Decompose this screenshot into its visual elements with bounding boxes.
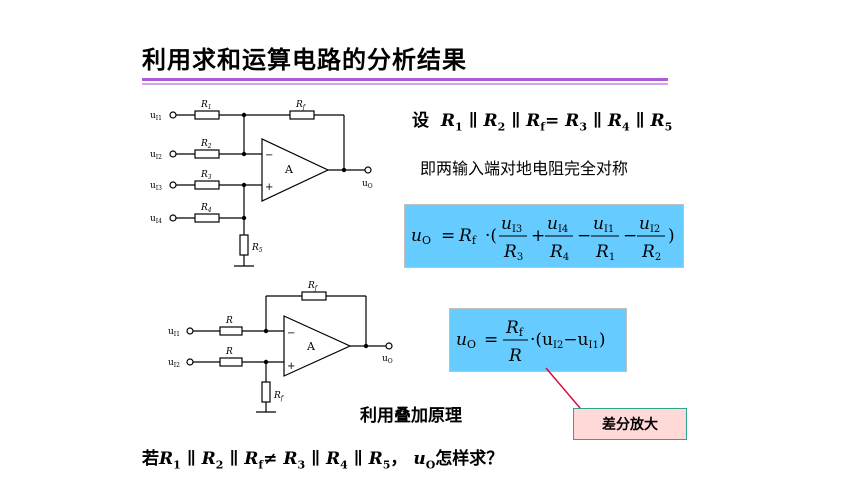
svg-text:uI2: uI2 bbox=[168, 358, 180, 369]
differential-formula: uO = Rf R ·(uI2−uI1) bbox=[456, 318, 605, 366]
superposition-note: 利用叠加原理 bbox=[360, 406, 462, 426]
svg-text:uI4: uI4 bbox=[547, 214, 568, 235]
svg-text:+: + bbox=[287, 361, 295, 372]
svg-text:uI1: uI1 bbox=[593, 214, 614, 235]
input-terminal bbox=[169, 214, 177, 222]
svg-text:uI3: uI3 bbox=[501, 214, 522, 235]
differential-circuit-diagram: uI1 uI2 R R Rf Rf A − + uO bbox=[168, 281, 393, 413]
input-label: uI1 bbox=[150, 111, 162, 122]
resistor-feedback bbox=[301, 291, 327, 301]
svg-text:−: − bbox=[577, 226, 591, 246]
differential-formula-box: uO = Rf R ·(uI2−uI1) bbox=[449, 308, 627, 372]
svg-text:R: R bbox=[225, 347, 233, 357]
title-underline bbox=[142, 78, 668, 81]
resistor-label: R3 bbox=[200, 170, 212, 181]
resistor-rf bbox=[289, 110, 315, 120]
svg-text:−: − bbox=[287, 328, 295, 339]
svg-text:=: = bbox=[441, 226, 455, 246]
svg-text:=: = bbox=[484, 330, 498, 350]
resistor-label: R1 bbox=[200, 100, 212, 111]
resistor-r-minus bbox=[219, 326, 243, 336]
input-label: uI4 bbox=[150, 214, 162, 225]
resistor-label: R4 bbox=[200, 203, 212, 214]
svg-text:uO: uO bbox=[382, 354, 393, 365]
input-terminal bbox=[169, 111, 177, 119]
resistor-r-plus bbox=[219, 357, 243, 367]
svg-text:uI1: uI1 bbox=[168, 327, 180, 338]
resistor-label: R5 bbox=[251, 243, 263, 254]
output-label: uO bbox=[362, 179, 373, 190]
resistor-r3 bbox=[194, 180, 220, 190]
svg-text:R2: R2 bbox=[641, 242, 661, 263]
svg-text:R: R bbox=[225, 316, 233, 326]
opamp-triangle bbox=[261, 138, 330, 202]
svg-text:uO: uO bbox=[456, 330, 476, 351]
summing-formula-box: uO = Rf ·( uI3 R3 + uI4 R4 − uI1 R1 − uI… bbox=[404, 204, 684, 268]
svg-text:R4: R4 bbox=[549, 242, 569, 263]
input-terminal bbox=[169, 150, 177, 158]
summing-formula: uO = Rf ·( uI3 R3 + uI4 R4 − uI1 R1 − uI… bbox=[411, 214, 675, 263]
svg-text:A: A bbox=[306, 340, 316, 353]
svg-text:): ) bbox=[668, 226, 675, 246]
resistor-label: R2 bbox=[200, 139, 212, 150]
differential-amplifier-callout: 差分放大 bbox=[573, 408, 687, 440]
svg-text:Rf: Rf bbox=[273, 391, 285, 402]
svg-text:uO: uO bbox=[411, 226, 431, 247]
resistor-r2 bbox=[194, 149, 220, 159]
svg-text:+: + bbox=[531, 226, 545, 246]
svg-text:R1: R1 bbox=[595, 242, 615, 263]
opamp-label: A bbox=[284, 163, 294, 176]
resistor-r5 bbox=[239, 234, 249, 256]
title-underline-shadow bbox=[142, 83, 668, 85]
question-line: 若R1 ∥ R2 ∥ Rf≠ R3 ∥ R4 ∥ R5， uO怎样求？ bbox=[142, 449, 504, 472]
svg-text:uI2: uI2 bbox=[639, 214, 660, 235]
noninverting-sign: + bbox=[265, 182, 273, 193]
svg-text:R3: R3 bbox=[503, 242, 523, 263]
svg-text:Rf: Rf bbox=[307, 281, 319, 292]
page-title: 利用求和运算电路的分析结果 bbox=[142, 46, 467, 74]
callout-pointer bbox=[545, 367, 581, 409]
resistor-r4 bbox=[194, 213, 220, 223]
svg-text:Rf: Rf bbox=[505, 318, 524, 339]
svg-text:·(uI2−uI1): ·(uI2−uI1) bbox=[530, 330, 605, 351]
inverting-sign: − bbox=[265, 150, 273, 161]
svg-text:Rf: Rf bbox=[458, 226, 477, 247]
symmetry-condition: 设 R1 ∥ R2 ∥ Rf= R3 ∥ R4 ∥ R5 bbox=[412, 111, 673, 134]
output-terminal bbox=[364, 166, 372, 174]
input-label: uI2 bbox=[150, 150, 162, 161]
svg-text:·(: ·( bbox=[485, 226, 497, 246]
resistor-r1 bbox=[194, 110, 220, 120]
svg-text:R: R bbox=[508, 346, 522, 366]
input-terminal bbox=[169, 181, 177, 189]
input-label: uI3 bbox=[150, 181, 162, 192]
symmetric-note: 即两输入端对地电阻完全对称 bbox=[420, 159, 629, 178]
resistor-ground bbox=[261, 381, 271, 403]
svg-text:−: − bbox=[623, 226, 637, 246]
resistor-label: Rf bbox=[295, 100, 307, 111]
summing-circuit-diagram: uI1 uI2 uI3 uI4 R1 R2 R3 R4 Rf R5 A − + … bbox=[150, 100, 373, 267]
